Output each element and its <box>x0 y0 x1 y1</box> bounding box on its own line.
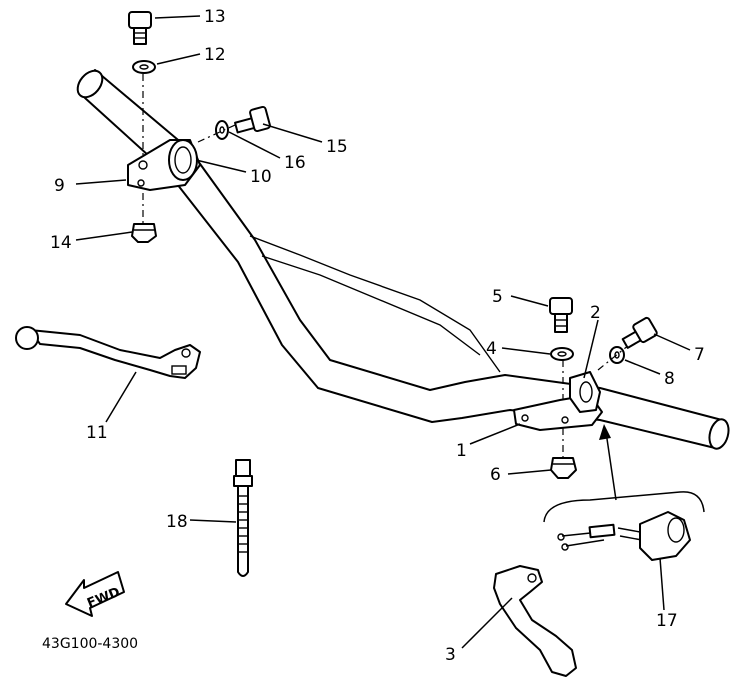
assembly-bracket <box>543 491 705 523</box>
lever-holder-9 <box>127 139 201 191</box>
switch-17 <box>557 511 691 561</box>
callout-15: 15 <box>326 137 348 157</box>
callout-12: 12 <box>204 45 226 65</box>
callout-5: 5 <box>492 287 503 307</box>
callout-16: 16 <box>284 153 306 173</box>
lever-3 <box>493 565 577 677</box>
callout-9: 9 <box>54 176 65 196</box>
callout-6: 6 <box>490 465 501 485</box>
callout-17: 17 <box>656 611 678 631</box>
callout-10: 10 <box>250 167 272 187</box>
callout-14: 14 <box>50 233 72 253</box>
lever-11 <box>15 326 201 379</box>
callout-3: 3 <box>445 645 456 665</box>
callout-2: 2 <box>590 303 601 323</box>
washer-4 <box>550 347 574 361</box>
callout-18: 18 <box>166 512 188 532</box>
washer-8 <box>609 346 625 364</box>
bolt-5 <box>549 297 573 333</box>
callout-11: 11 <box>86 423 108 443</box>
fwd-arrow-icon: FWD <box>65 571 125 617</box>
callout-labels: 13 12 9 10 16 15 14 11 18 5 4 2 7 8 1 6 … <box>50 7 705 665</box>
nut-6 <box>550 457 577 479</box>
nut-14 <box>131 223 157 243</box>
bolt-13 <box>128 11 152 45</box>
bolt-7 <box>621 316 658 349</box>
callout-4: 4 <box>486 339 497 359</box>
callout-1: 1 <box>456 441 467 461</box>
callout-8: 8 <box>664 369 675 389</box>
washer-16 <box>215 120 229 140</box>
direction-arrow-icon <box>599 424 617 501</box>
callout-13: 13 <box>204 7 226 27</box>
callout-7: 7 <box>694 345 705 365</box>
leader-lines <box>75 15 691 649</box>
clamp-2 <box>569 371 601 413</box>
part-code: 43G100-4300 <box>42 636 138 652</box>
handlebar <box>76 69 730 450</box>
cable-tie-18 <box>233 459 253 577</box>
washer-12 <box>132 60 156 74</box>
bolt-15 <box>234 105 271 134</box>
